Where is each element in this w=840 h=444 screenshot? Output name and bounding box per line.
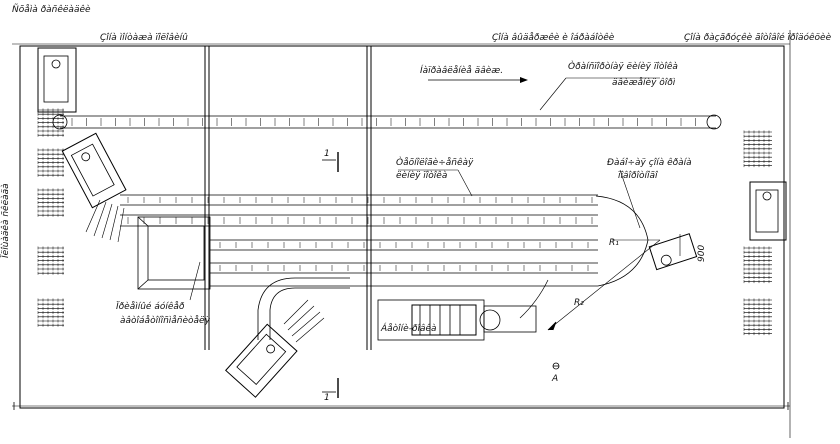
pit-zone-label-2: àâòîáåòîíîñìåñèòåëÿ <box>120 316 210 326</box>
truck-left-angled <box>61 132 127 209</box>
left-vertical-label: Ïëîùàäêà ñêëàäà <box>1 183 11 258</box>
rebar-bundle-bottom <box>283 299 325 343</box>
crane-zone-label-1: Ðàáî÷àÿ çîíà êðàíà <box>607 158 692 168</box>
compacting-unit <box>377 299 537 341</box>
conveyor-main-label-1: Òðàíñïîðòíàÿ ëèíèÿ ïîòîêà <box>568 62 678 72</box>
header-label: Ñõåìà ðàñêëàäêè <box>12 5 91 15</box>
radius-large-label: R₂ <box>574 298 584 308</box>
conveyor-mid-label-2: ëèíèÿ ïîòîêà <box>396 171 448 181</box>
conveyor-mid-label-1: Òåõíîëîãè÷åñêàÿ <box>396 158 474 168</box>
leader-crane <box>619 169 641 229</box>
bunker-label: Áåòîíè-ðîâêà <box>381 324 437 334</box>
truck-top-left <box>37 47 77 113</box>
leader-mid <box>457 169 473 197</box>
material-stacks <box>37 108 772 336</box>
section-marker-label: 1 <box>324 149 330 159</box>
point-a-label: A <box>552 374 559 384</box>
crane-zone-label-2: ïîâîðîòíîãî <box>618 171 658 181</box>
pit-zone-label-1: Ïðèåìíûé áóíêåð <box>116 302 185 312</box>
site-boundary <box>19 45 785 409</box>
leader-pit <box>189 261 201 301</box>
conveyor-main-label-2: äâèæåíèÿ ôîðì <box>612 78 676 88</box>
truck-right <box>749 181 787 241</box>
leader-conveyor <box>539 77 567 111</box>
direction-label: Íàïðàâëåíèå äâèæ. <box>420 66 504 76</box>
rebar-bundle-left <box>85 199 125 243</box>
section-marker-top <box>322 152 339 172</box>
zone-label-middle: Çîíà âûäåðæêè è îáðàáîòêè <box>492 33 615 43</box>
section-marker-bottom <box>322 378 339 398</box>
crane-swing-zone <box>210 195 681 331</box>
return-track <box>257 277 350 340</box>
main-conveyor-track <box>52 114 722 130</box>
truck-bottom-angled <box>225 323 298 398</box>
dimension-900-label: 900 <box>697 244 707 262</box>
radius-small-label: R₁ <box>609 238 619 248</box>
zone-label-right: Çîíà ðàçãðóçêè ãîòîâîé ïðîäóêöèè <box>684 33 832 43</box>
process-rails <box>120 194 598 274</box>
receiving-pit <box>137 216 211 290</box>
section-marker-bottom-label: 1 <box>324 393 330 403</box>
zone-label-left: Çîíà ìîíòàæà ïîëîâèíû <box>100 33 188 43</box>
crane-cab <box>648 233 698 271</box>
